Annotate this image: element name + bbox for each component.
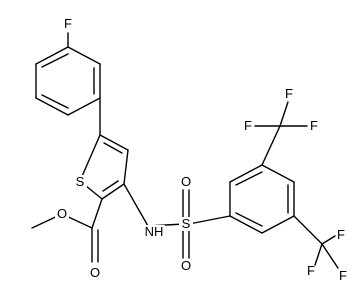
atom-label-oxygen: O: [57, 206, 67, 221]
bond: [261, 125, 281, 166]
atom-label-fluorine: F: [307, 263, 315, 278]
bond: [261, 215, 295, 234]
bond: [321, 235, 336, 245]
atom-label-sulfur: S: [182, 216, 191, 231]
bond: [261, 164, 295, 183]
atom-label-fluorine: F: [244, 118, 252, 133]
atom-label-fluorine: F: [285, 86, 293, 101]
bond: [188, 215, 231, 225]
bond: [101, 183, 125, 200]
bond: [229, 215, 263, 234]
atom-label-oxygen: O: [90, 265, 100, 280]
atom-label-oxygen: O: [181, 174, 191, 189]
bond: [35, 97, 69, 116]
bond: [67, 97, 101, 116]
bond: [314, 243, 323, 266]
label-background: [141, 225, 165, 240]
bond: [67, 46, 101, 65]
bond: [235, 212, 263, 227]
bond: [279, 101, 289, 127]
bond: [123, 149, 129, 185]
bond: [321, 243, 339, 269]
bond: [103, 142, 123, 154]
bond: [91, 198, 103, 229]
bond: [79, 134, 101, 182]
bond: [99, 134, 129, 151]
label-background: [55, 207, 69, 221]
atom-label-fluorine: F: [310, 118, 318, 133]
atom-labels: F S O O NH S O O F F F F F F: [55, 16, 347, 283]
bond: [229, 164, 263, 183]
atom-label-fluorine: F: [64, 16, 72, 31]
bond: [293, 215, 323, 245]
label-background: [179, 217, 193, 231]
bond: [123, 183, 149, 227]
atom-label-sulfur: S: [76, 174, 85, 189]
atom-label-fluorine: F: [337, 227, 345, 242]
atom-label-nh: NH: [145, 224, 164, 239]
bond: [41, 53, 69, 68]
atom-label-fluorine: F: [339, 268, 347, 283]
bond: [35, 46, 69, 65]
bond: [235, 171, 263, 186]
bond: [41, 94, 69, 109]
atom-label-oxygen: O: [181, 258, 191, 273]
label-background: [73, 175, 87, 189]
bonds: [31, 32, 339, 269]
bond: [102, 180, 119, 192]
